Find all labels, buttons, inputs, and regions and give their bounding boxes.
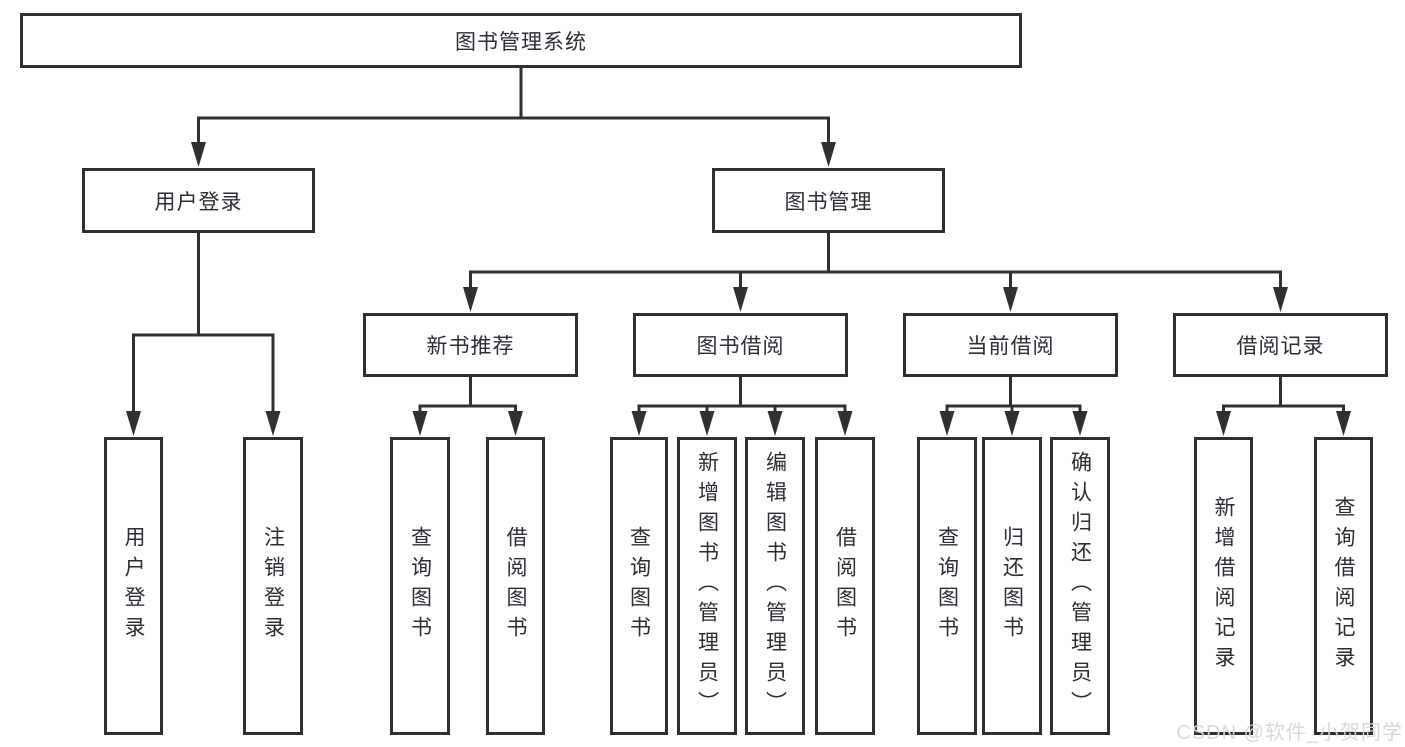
node-bw-lend: 借阅图书 bbox=[815, 437, 875, 735]
node-root: 图书管理系统 bbox=[20, 13, 1022, 68]
arrowhead-down-icon bbox=[191, 142, 206, 167]
arrowhead-down-icon bbox=[821, 142, 836, 167]
node-label: 图书管理 bbox=[784, 190, 873, 214]
arrowhead-down-icon bbox=[631, 411, 647, 436]
node-label: 借阅图书 bbox=[504, 526, 527, 646]
node-label: 当前借阅 bbox=[966, 335, 1055, 358]
node-rec-add: 新增借阅记录 bbox=[1194, 437, 1253, 735]
arrowhead-down-icon bbox=[1072, 411, 1088, 436]
arrowhead-down-icon bbox=[463, 287, 478, 312]
node-current: 当前借阅 bbox=[903, 313, 1118, 377]
node-rec-query: 查询借阅记录 bbox=[1314, 437, 1373, 735]
node-borrow: 图书借阅 bbox=[633, 313, 848, 377]
node-cur-return: 归还图书 bbox=[982, 437, 1042, 735]
node-label: 查询图书 bbox=[627, 526, 651, 646]
arrowhead-down-icon bbox=[699, 411, 715, 436]
node-bw-edit: 编辑图书（管理员） bbox=[745, 437, 805, 735]
node-label: 归还图书 bbox=[1000, 526, 1024, 646]
node-label: 新增借阅记录 bbox=[1212, 496, 1235, 676]
node-records: 借阅记录 bbox=[1173, 313, 1388, 377]
node-mgmt: 图书管理 bbox=[712, 168, 945, 233]
node-user-login: 用户登录 bbox=[104, 437, 163, 735]
node-label: 编辑图书（管理员） bbox=[763, 451, 787, 721]
arrowhead-down-icon bbox=[837, 411, 853, 436]
arrowhead-down-icon bbox=[733, 287, 748, 312]
node-logout: 注销登录 bbox=[243, 437, 303, 735]
arrowhead-down-icon bbox=[1336, 411, 1351, 436]
arrowhead-down-icon bbox=[126, 411, 141, 436]
node-label: 注销登录 bbox=[261, 526, 285, 646]
node-label: 用户登录 bbox=[154, 190, 243, 214]
node-new-rec: 新书推荐 bbox=[363, 313, 578, 377]
node-cur-query: 查询图书 bbox=[917, 437, 977, 735]
node-login: 用户登录 bbox=[82, 168, 315, 233]
node-nr-borrow: 借阅图书 bbox=[486, 437, 545, 735]
node-label: 新增图书（管理员） bbox=[695, 451, 719, 721]
node-label: 用户登录 bbox=[122, 526, 145, 646]
arrowhead-down-icon bbox=[1004, 411, 1020, 436]
node-label: 查询借阅记录 bbox=[1332, 496, 1355, 676]
node-nr-query: 查询图书 bbox=[390, 437, 450, 735]
node-label: 借阅图书 bbox=[833, 526, 857, 646]
node-label: 图书借阅 bbox=[696, 335, 785, 358]
arrowhead-down-icon bbox=[265, 411, 281, 436]
node-bw-add: 新增图书（管理员） bbox=[677, 437, 737, 735]
arrowhead-down-icon bbox=[508, 411, 523, 436]
arrowhead-down-icon bbox=[1273, 287, 1288, 312]
node-label: 查询图书 bbox=[935, 526, 959, 646]
node-label: 查询图书 bbox=[408, 526, 432, 646]
arrowhead-down-icon bbox=[1003, 287, 1018, 312]
csdn-watermark: CSDN @软件_小贺同学 bbox=[1176, 722, 1403, 744]
node-label: 新书推荐 bbox=[426, 335, 515, 358]
node-bw-query: 查询图书 bbox=[610, 437, 668, 735]
arrowhead-down-icon bbox=[939, 411, 955, 436]
arrowhead-down-icon bbox=[767, 411, 783, 436]
node-label: 图书管理系统 bbox=[455, 30, 587, 54]
node-label: 借阅记录 bbox=[1236, 335, 1325, 358]
node-label: 确认归还（管理员） bbox=[1068, 451, 1092, 721]
arrowhead-down-icon bbox=[412, 411, 428, 436]
node-cur-confirm: 确认归还（管理员） bbox=[1050, 437, 1110, 735]
arrowhead-down-icon bbox=[1216, 411, 1231, 436]
